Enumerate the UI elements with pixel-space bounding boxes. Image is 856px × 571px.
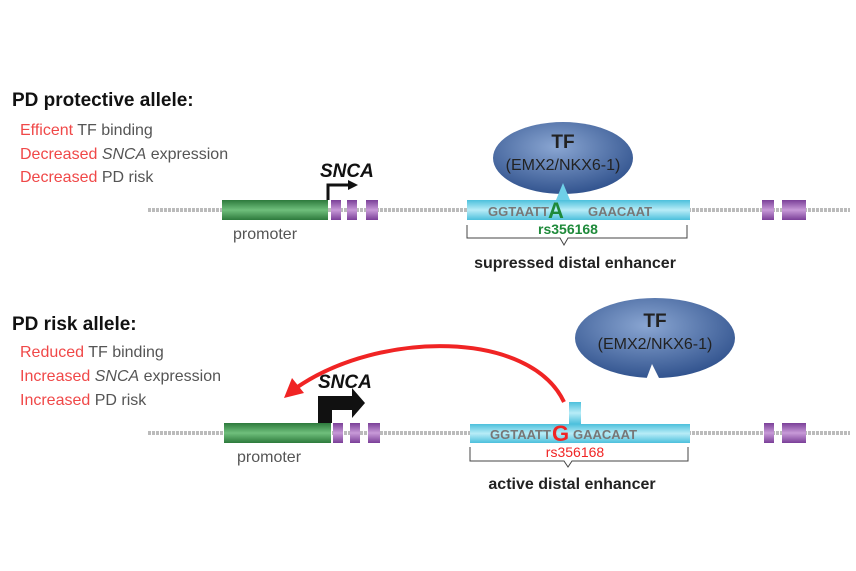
- item-text: expression: [139, 368, 221, 385]
- tf-binding-pocket: [646, 364, 660, 380]
- promoter-block: [222, 200, 328, 220]
- enhancer-block: [470, 424, 690, 443]
- tf-protein: [575, 298, 735, 378]
- exon: [347, 200, 357, 220]
- highlight: Efficent: [20, 122, 74, 139]
- activation-arc: [294, 344, 566, 403]
- tss-arrow-icon: [318, 388, 365, 423]
- item-text: TF binding: [84, 344, 164, 361]
- highlight: Decreased: [20, 146, 97, 163]
- gene-label: SNCA: [320, 161, 374, 182]
- highlight: Reduced: [20, 344, 84, 361]
- exon: [368, 423, 380, 443]
- enhancer-block: [467, 200, 690, 220]
- protective-item-1: Efficent TF binding: [20, 122, 153, 139]
- seq-right: GAACAAT: [573, 427, 637, 442]
- exon: [762, 200, 774, 220]
- tf-title: TF: [551, 132, 574, 153]
- enhancer-bracket: [469, 447, 689, 468]
- risk-panel: PD risk allele: Reduced TF binding Incre…: [12, 298, 850, 493]
- snp-base: G: [552, 421, 569, 446]
- promoter-label: promoter: [237, 449, 302, 466]
- protective-heading: PD protective allele:: [12, 90, 194, 111]
- item-text: TF binding: [73, 122, 153, 139]
- item-text: expression: [146, 146, 228, 163]
- tf-name: (EMX2/NKX6-1): [506, 157, 621, 174]
- snp-base: A: [548, 198, 564, 223]
- promoter-label: promoter: [233, 226, 298, 243]
- exon: [782, 423, 806, 443]
- exon: [333, 423, 343, 443]
- tf-binding-contact: [556, 183, 570, 200]
- highlight: Decreased: [20, 169, 97, 186]
- exon: [350, 423, 360, 443]
- gene-italic: SNCA: [90, 368, 139, 385]
- enhancer-label: supressed distal enhancer: [474, 255, 676, 272]
- tf-protein: [493, 122, 633, 194]
- gene-label: SNCA: [318, 372, 372, 393]
- snp-id: rs356168: [546, 444, 605, 460]
- highlight: Increased: [20, 368, 90, 385]
- item-text: PD risk: [97, 169, 154, 186]
- unbound-binding-site: [569, 402, 581, 424]
- risk-heading: PD risk allele:: [12, 314, 137, 335]
- seq-left: GGTAATT: [490, 427, 551, 442]
- risk-item-1: Reduced TF binding: [20, 344, 164, 361]
- risk-item-2: Increased SNCA expression: [20, 368, 221, 385]
- seq-right: GAACAAT: [588, 204, 652, 219]
- activation-arrowhead-icon: [284, 378, 304, 398]
- protective-item-3: Decreased PD risk: [20, 169, 154, 186]
- protective-item-2: Decreased SNCA expression: [20, 146, 228, 163]
- tss-arrowhead-icon: [348, 180, 358, 190]
- tf-name: (EMX2/NKX6-1): [598, 336, 713, 353]
- highlight: Increased: [20, 392, 90, 409]
- exon: [331, 200, 341, 220]
- exon: [764, 423, 774, 443]
- protective-panel: PD protective allele: Efficent TF bindin…: [12, 90, 850, 272]
- tss-arrow-icon: [326, 183, 350, 200]
- exon: [782, 200, 806, 220]
- promoter-block: [224, 423, 331, 443]
- exon: [366, 200, 378, 220]
- gene-italic: SNCA: [97, 146, 146, 163]
- enhancer-label: active distal enhancer: [488, 476, 655, 493]
- risk-item-3: Increased PD risk: [20, 392, 147, 409]
- tf-title: TF: [643, 311, 666, 332]
- snp-id: rs356168: [538, 221, 598, 237]
- seq-left: GGTAATT: [488, 204, 549, 219]
- enhancer-bracket: [466, 225, 688, 247]
- item-text: PD risk: [90, 392, 147, 409]
